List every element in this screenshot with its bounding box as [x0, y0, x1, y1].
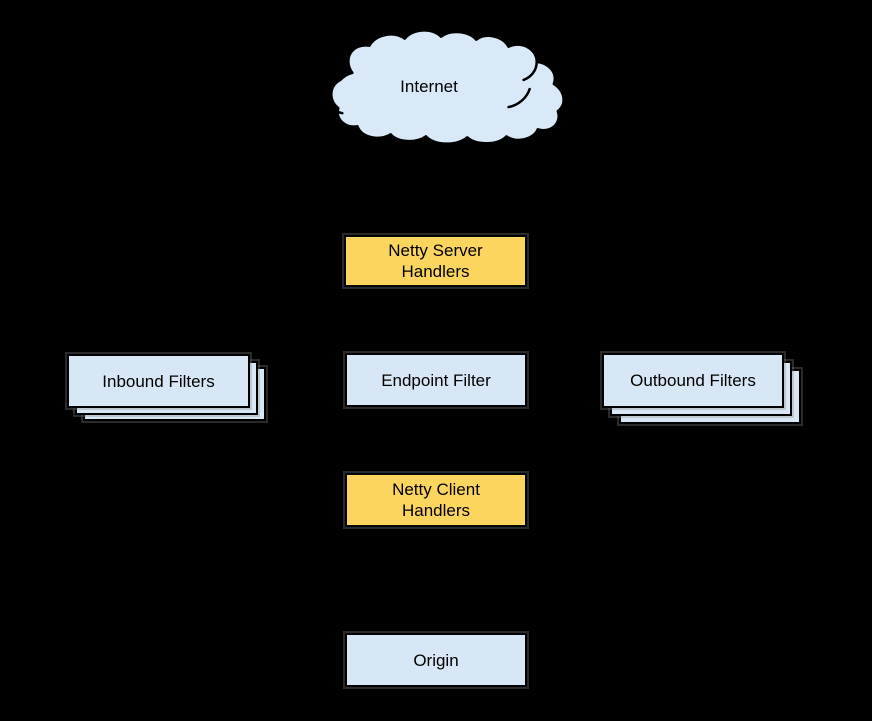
node-netty-server-handlers: Netty Server Handlers — [342, 233, 529, 289]
internet-cloud-node: Internet — [304, 28, 574, 146]
node-label-line: Netty Server — [388, 241, 483, 260]
stack-layer-front: Outbound Filters — [600, 351, 786, 410]
node-origin: Origin — [343, 631, 529, 689]
node-label-line: Handlers — [401, 501, 471, 520]
node-label: Endpoint Filter — [381, 370, 491, 390]
node-endpoint-filter: Endpoint Filter — [343, 351, 529, 409]
node-label-line: Netty Client — [392, 480, 480, 499]
node-label: Origin — [413, 650, 459, 670]
node-label-line: Handlers — [401, 262, 470, 281]
node-label: Inbound Filters — [102, 371, 215, 391]
stack-layer-front: Inbound Filters — [65, 352, 252, 410]
cloud-icon — [321, 29, 565, 145]
internet-label: Internet — [400, 77, 458, 96]
node-outbound-filters: Outbound Filters — [600, 351, 803, 426]
node-inbound-filters: Inbound Filters — [65, 352, 268, 423]
node-netty-client-handlers: Netty Client Handlers — [343, 471, 529, 529]
node-label: Outbound Filters — [630, 371, 756, 390]
